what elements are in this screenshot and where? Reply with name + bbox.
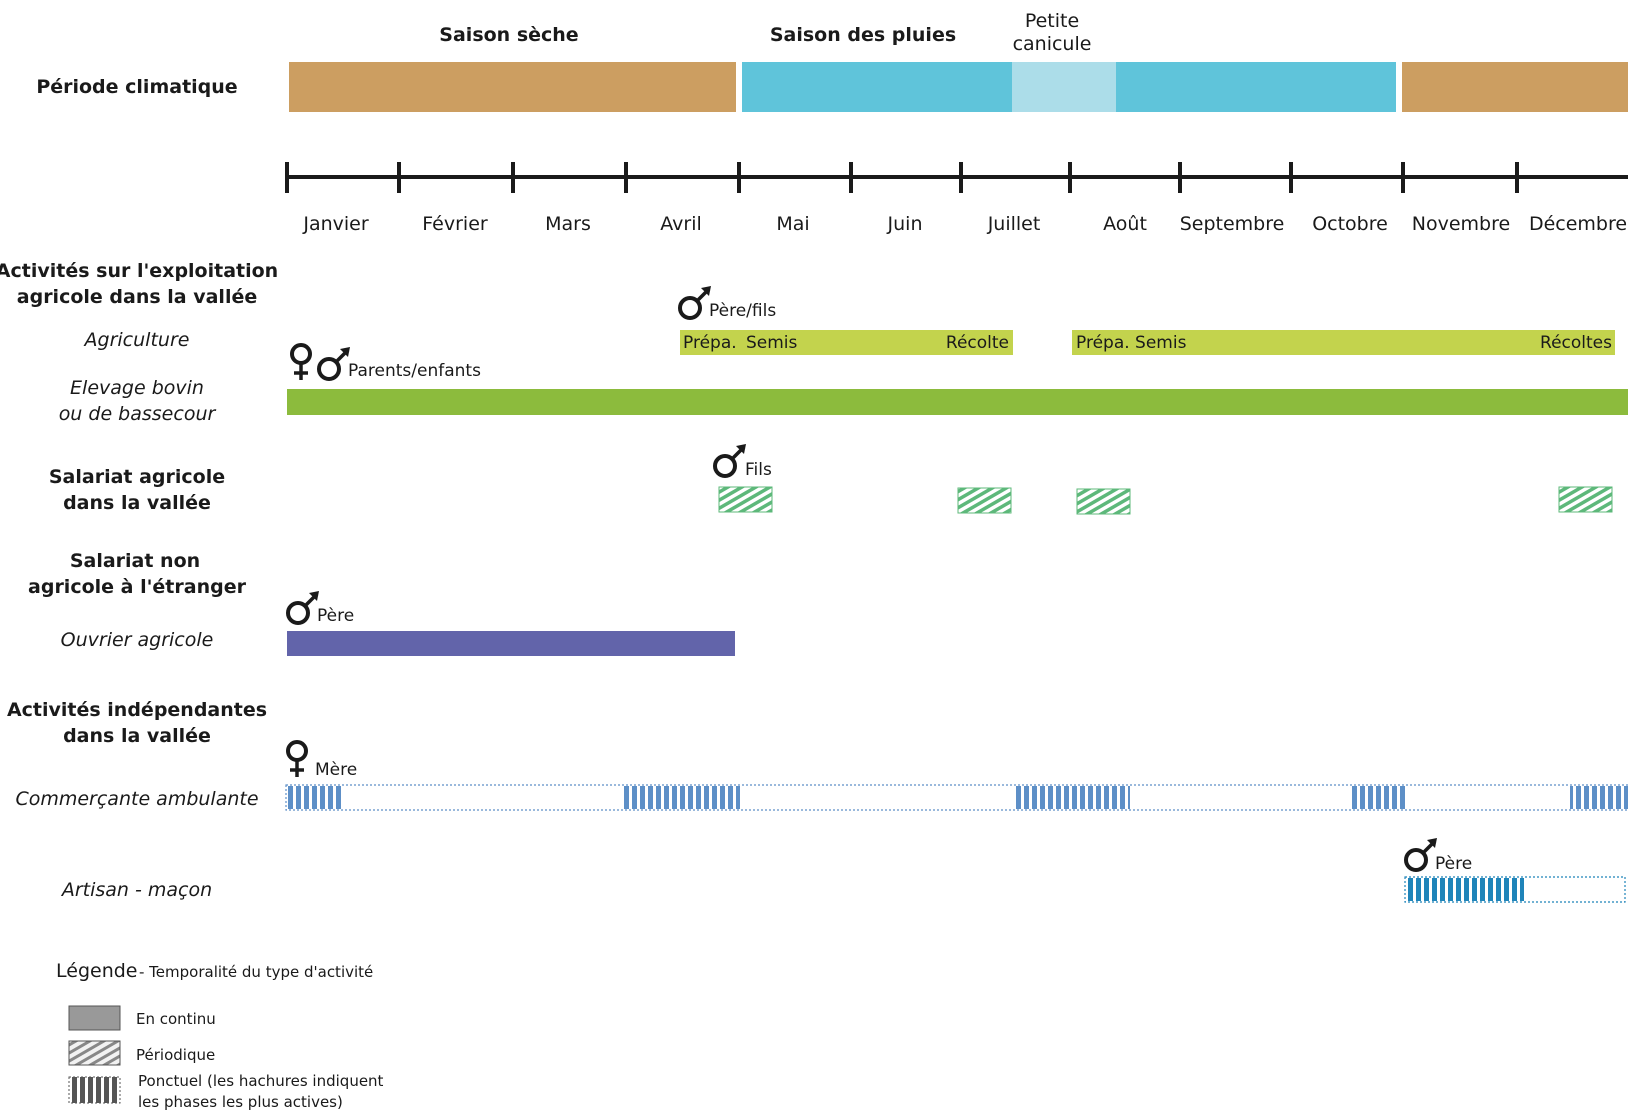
- row-ouvrier-label: Ouvrier agricole: [61, 629, 214, 651]
- month-label: Octobre: [1312, 213, 1388, 235]
- salariat-period-2: [957, 487, 1012, 514]
- row-agriculture-label: Agriculture: [83, 329, 190, 351]
- section-exploitation-line1: Activités sur l'exploitation: [0, 260, 278, 282]
- row-climate-label: Période climatique: [36, 76, 237, 98]
- row-elevage-label-line1: Elevage bovin: [70, 377, 204, 399]
- agri-bar-1: [680, 330, 1013, 355]
- month-label: Avril: [660, 213, 702, 235]
- section-exploitation-line2: agricole dans la vallée: [17, 286, 257, 308]
- agri-bar-2: [1072, 330, 1615, 355]
- commercante-bar: [285, 784, 1628, 811]
- female-icon: [290, 343, 312, 380]
- agri1-semis-label: Semis: [746, 333, 798, 353]
- agri1-recolte-label: Récolte: [946, 333, 1009, 353]
- legend-periodique-label: Périodique: [136, 1046, 215, 1064]
- section-salariat-etr-line1: Salariat non: [70, 550, 200, 572]
- month-label: Juin: [887, 213, 923, 235]
- legend-subtitle: - Temporalité du type d'activité: [139, 963, 373, 981]
- legend-continu-label: En continu: [136, 1010, 216, 1028]
- climate-bar-dry-2: [1402, 62, 1628, 112]
- actor-salariat-label: Fils: [745, 460, 772, 480]
- legend-swatch-continu: [68, 1005, 121, 1031]
- ouvrier-bar: [287, 631, 735, 656]
- section-salariat-line2: dans la vallée: [63, 492, 211, 514]
- canicule-label-line1: Petite: [1025, 10, 1079, 32]
- climate-bar-rain-2: [1116, 62, 1396, 112]
- actor-elevage-label: Parents/enfants: [348, 361, 481, 381]
- agri2-recoltes-label: Récoltes: [1540, 333, 1612, 353]
- female-icon: [286, 740, 308, 777]
- season-rain-label: Saison des pluies: [770, 24, 956, 46]
- row-artisan-label: Artisan - maçon: [60, 879, 212, 901]
- elevage-bar: [287, 389, 1628, 415]
- commercante-active-2: [621, 786, 740, 809]
- section-salariat-line1: Salariat agricole: [49, 466, 225, 488]
- commercante-active-4: [1349, 786, 1406, 809]
- agri1-prep-label: Prépa.: [683, 333, 737, 353]
- section-independantes-line2: dans la vallée: [63, 725, 211, 747]
- actor-ouvrier-label: Père: [317, 606, 354, 626]
- month-label: Février: [422, 213, 488, 235]
- climate-bar-dry-1: [289, 62, 736, 112]
- legend-title: Légende: [56, 960, 137, 982]
- season-dry-label: Saison sèche: [439, 24, 578, 46]
- agri2-prep-label: Prépa. Semis: [1076, 333, 1187, 353]
- actor-commercante-label: Mère: [315, 760, 357, 780]
- section-independantes-line1: Activités indépendantes: [7, 699, 267, 721]
- month-label: Août: [1103, 213, 1147, 235]
- canicule-label-line2: canicule: [1013, 33, 1092, 55]
- male-icon: [286, 591, 319, 625]
- legend-swatch-periodique: [68, 1040, 121, 1066]
- month-label: Novembre: [1412, 213, 1510, 235]
- actor-agri-label: Père/fils: [709, 301, 776, 321]
- month-label: Décembre: [1529, 213, 1627, 235]
- male-icon: [713, 444, 746, 478]
- salariat-period-3: [1076, 488, 1131, 515]
- climate-bar-rain-1: [742, 62, 1012, 112]
- month-axis: [285, 162, 1628, 193]
- male-icon: [317, 347, 350, 381]
- male-icon: [1404, 838, 1437, 872]
- month-label: Juillet: [987, 213, 1041, 235]
- commercante-active-5: [1570, 786, 1628, 809]
- male-icon: [678, 286, 711, 320]
- climate-bar-canicule: [1012, 62, 1116, 112]
- legend-ponctuel-line1: Ponctuel (les hachures indiquent: [138, 1072, 384, 1090]
- artisan-active: [1406, 878, 1524, 901]
- actor-artisan-label: Père: [1435, 854, 1472, 874]
- row-commercante-label: Commerçante ambulante: [15, 788, 258, 810]
- month-label: Mai: [776, 213, 809, 235]
- salariat-period-4: [1558, 486, 1613, 513]
- legend: Légende - Temporalité du type d'activité…: [56, 960, 384, 1111]
- month-label: Septembre: [1180, 213, 1285, 235]
- section-salariat-etr-line2: agricole à l'étranger: [28, 576, 247, 598]
- month-label: Janvier: [302, 213, 369, 235]
- commercante-active-1: [287, 786, 344, 809]
- salariat-period-1: [718, 486, 773, 513]
- row-elevage-label-line2: ou de bassecour: [59, 403, 217, 425]
- commercante-active-3: [1013, 786, 1130, 809]
- legend-swatch-ponctuel: [68, 1076, 121, 1104]
- legend-ponctuel-line2: les phases les plus actives): [138, 1093, 343, 1111]
- month-label: Mars: [545, 213, 591, 235]
